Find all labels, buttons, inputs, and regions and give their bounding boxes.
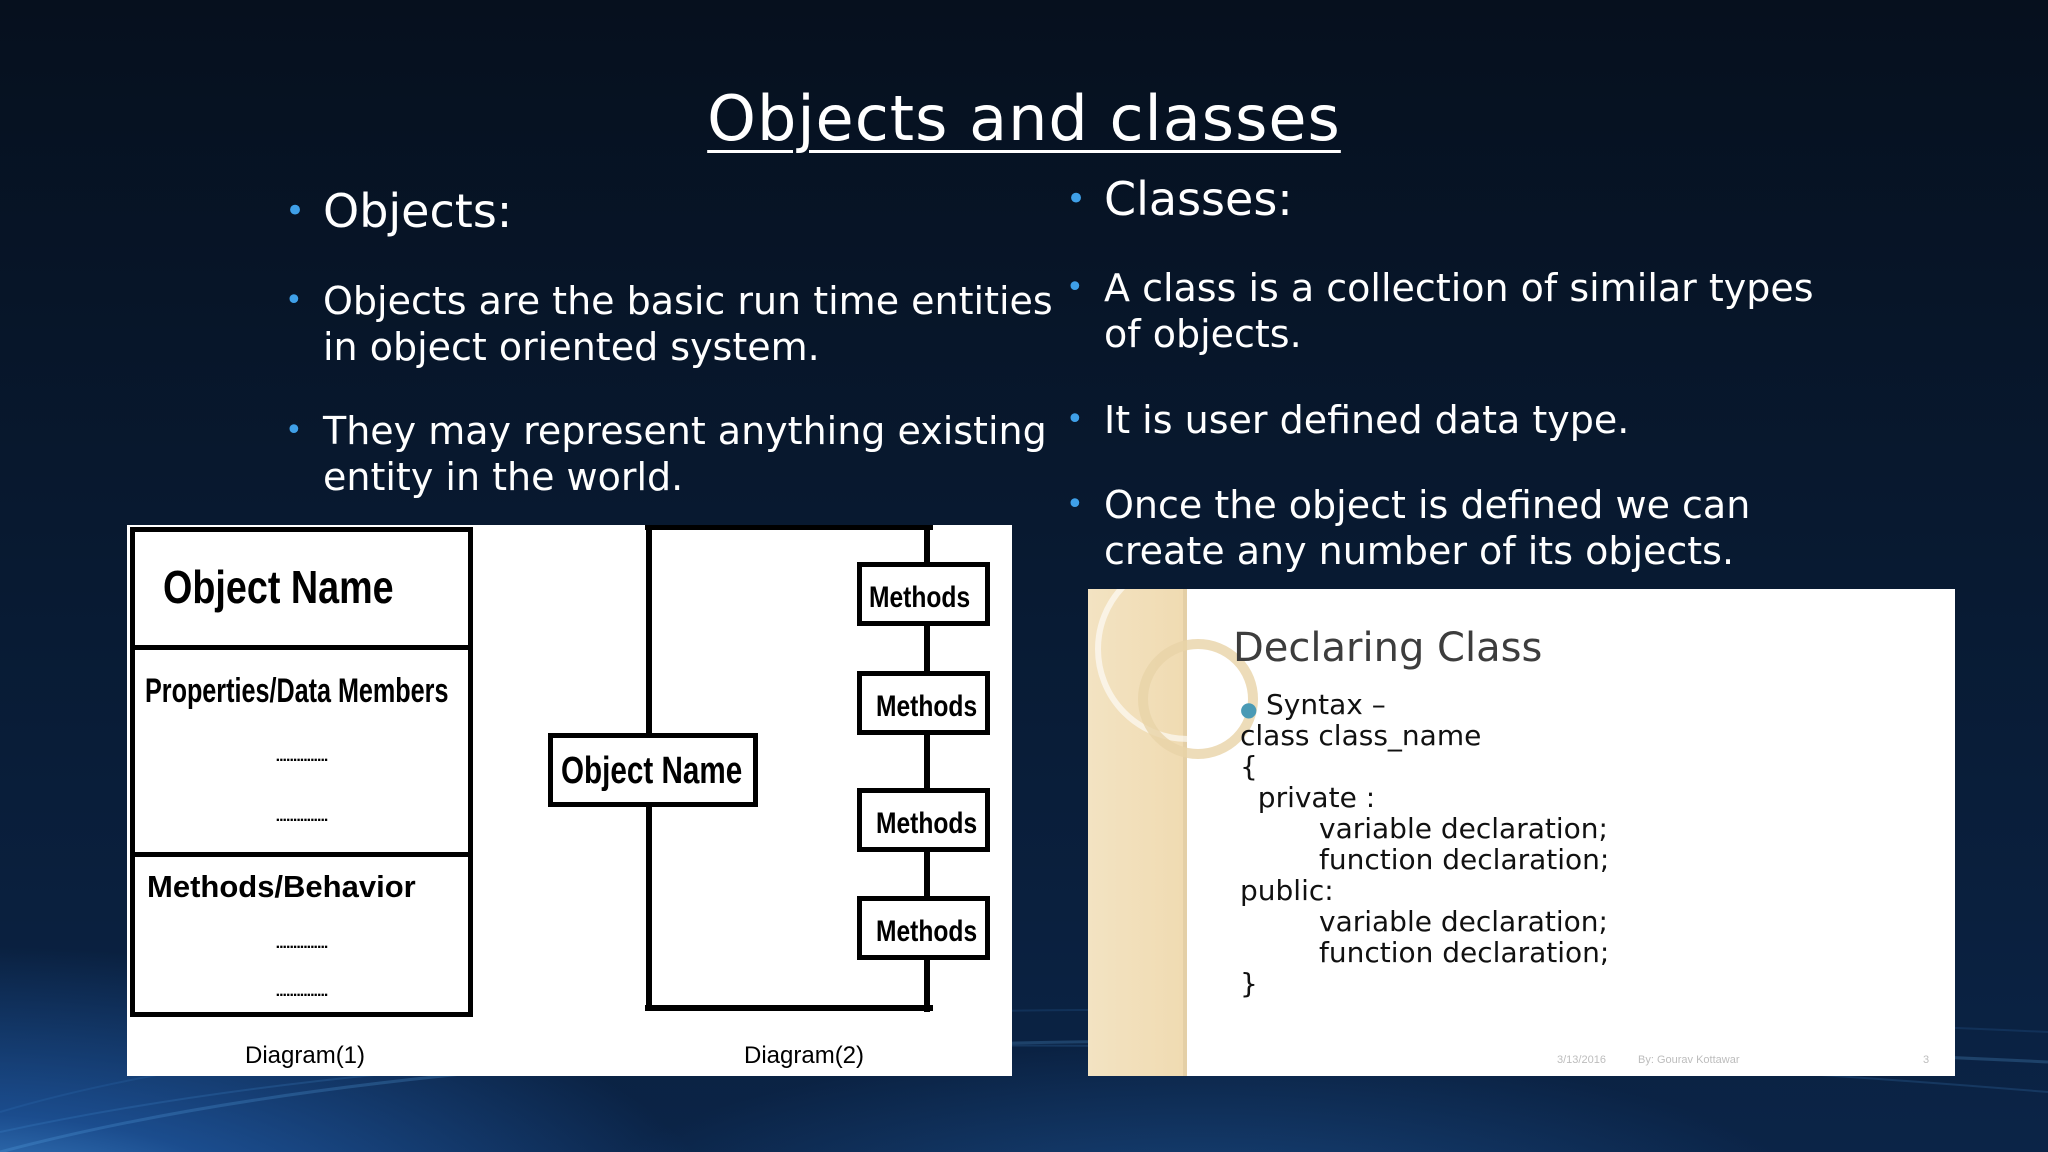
footer-date: 3/13/2016 xyxy=(1557,1054,1606,1066)
footer-page: 3 xyxy=(1923,1054,1930,1066)
classes-heading: Classes: xyxy=(1066,173,1824,225)
object-name-label: Object Name xyxy=(163,561,394,613)
code-line: variable declaration; xyxy=(1319,905,1608,938)
declaring-class-image: Declaring Class ● Syntax – class class_n… xyxy=(1088,589,1955,1076)
properties-label: Properties/Data Members xyxy=(145,672,449,710)
properties-dots-2: ............... xyxy=(275,808,329,825)
classes-bullet-3: Once the object is defined we can create… xyxy=(1066,482,1784,574)
code-line: private : xyxy=(1240,781,1376,814)
object-diagrams-image: Object Name Properties/Data Members ....… xyxy=(127,525,1012,1076)
code-line: } xyxy=(1240,967,1258,1000)
code-line: public: xyxy=(1240,874,1334,907)
diagram-1-caption: Diagram(1) xyxy=(245,1042,366,1069)
objects-heading: Objects: xyxy=(285,185,1043,237)
methods-node-label: Methods xyxy=(876,915,978,948)
object-name-node-label: Object Name xyxy=(561,750,743,792)
diagram-2-caption: Diagram(2) xyxy=(744,1042,865,1069)
methods-node: Methods xyxy=(857,788,990,852)
syntax-bullet-icon: ● xyxy=(1240,697,1258,721)
methods-behavior-box: Methods/Behavior ............... .......… xyxy=(130,852,473,1017)
syntax-label: Syntax – xyxy=(1266,688,1386,721)
methods-node-label: Methods xyxy=(876,690,978,723)
methods-node-label: Methods xyxy=(869,581,971,614)
methods-node-label: Methods xyxy=(876,807,978,840)
objects-bullet-1: Objects are the basic run time entities … xyxy=(285,278,1063,370)
footer-author: By: Gourav Kottawar xyxy=(1638,1054,1740,1066)
classes-bullet-1: A class is a collection of similar types… xyxy=(1066,265,1824,357)
decorative-rings xyxy=(1095,589,1281,759)
objects-bullet-2: They may represent anything existing ent… xyxy=(285,408,1063,500)
code-line: variable declaration; xyxy=(1319,812,1608,845)
object-name-node: Object Name xyxy=(548,733,758,807)
properties-box: Properties/Data Members ............... … xyxy=(130,645,473,857)
code-line: class class_name xyxy=(1240,719,1482,752)
classes-bullet-2: It is user defined data type. xyxy=(1066,397,1824,443)
object-name-box: Object Name xyxy=(130,527,473,650)
code-line: function declaration; xyxy=(1319,936,1610,969)
methods-node: Methods xyxy=(857,562,990,626)
methods-node: Methods xyxy=(857,896,990,960)
methods-dots-2: ............... xyxy=(275,983,329,1000)
declaring-class-title: Declaring Class xyxy=(1233,625,1543,671)
methods-behavior-label: Methods/Behavior xyxy=(147,869,416,904)
methods-dots-1: ............... xyxy=(275,935,329,952)
code-line: function declaration; xyxy=(1319,843,1610,876)
methods-node: Methods xyxy=(857,671,990,735)
slide-title: Objects and classes xyxy=(707,82,1341,155)
code-line: { xyxy=(1240,750,1258,783)
properties-dots-1: ............... xyxy=(275,748,329,765)
decorative-stripe xyxy=(1088,589,1187,1076)
